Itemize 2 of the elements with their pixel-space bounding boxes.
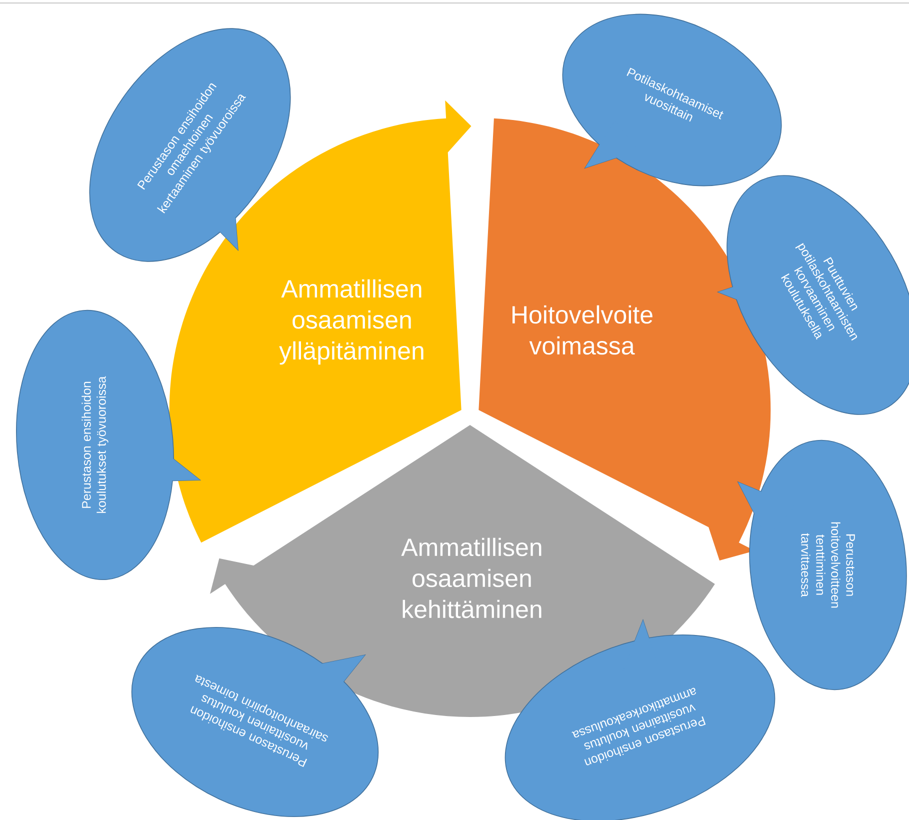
speech-bubble: Perustason hoitovelvoitteen tenttiminen tarvittaessa <box>737 440 907 690</box>
speech-bubble: Perustason ensihoidon koulutukset työvuoroissa <box>16 310 202 580</box>
